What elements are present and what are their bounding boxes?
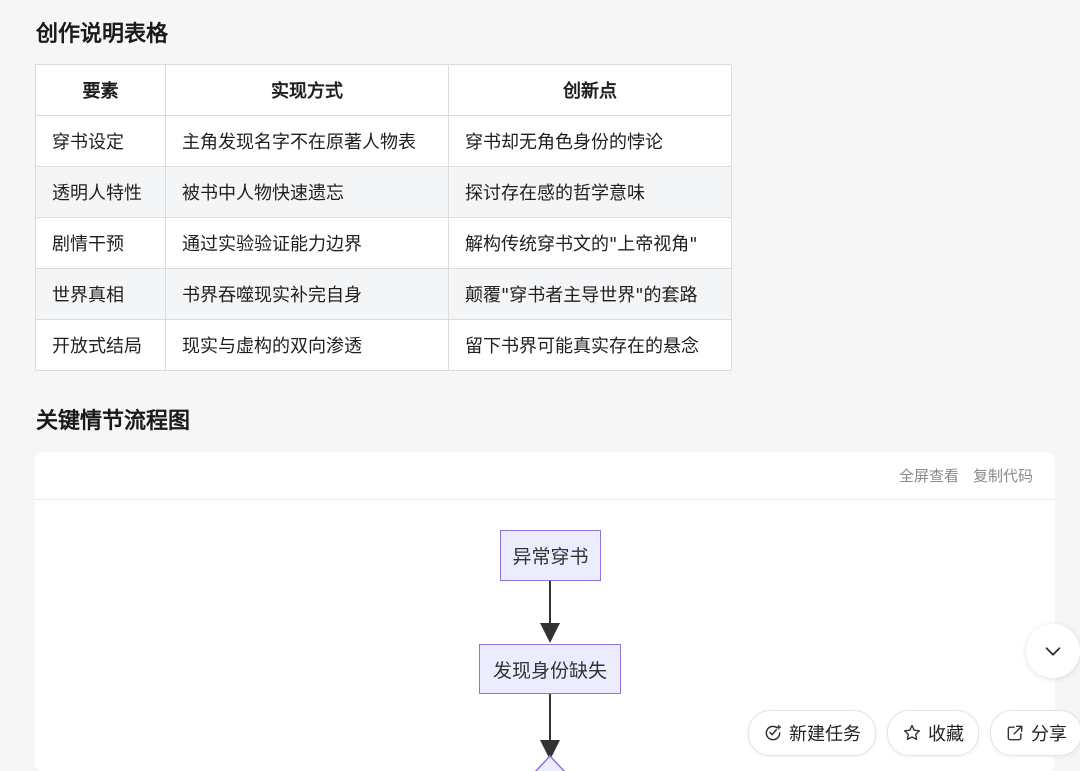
flowchart-edges <box>534 581 566 771</box>
scroll-down-button[interactable] <box>1026 624 1080 678</box>
flow-node-abnormal-transmigration: 异常穿书 <box>500 530 601 581</box>
table-row: 剧情干预 通过实验验证能力边界 解构传统穿书文的"上帝视角" <box>35 217 732 269</box>
new-task-button[interactable]: 新建任务 <box>748 710 876 756</box>
flow-node-partial <box>534 754 566 771</box>
table-header: 实现方式 <box>165 64 449 116</box>
flow-node-identity-missing: 发现身份缺失 <box>479 644 621 694</box>
creation-notes-table: 要素 实现方式 创新点 穿书设定 主角发现名字不在原著人物表 穿书却无角色身份的… <box>35 64 732 371</box>
mermaid-code-card: 全屏查看 复制代码 异常穿书 发现身份缺失 <box>35 452 1055 771</box>
table-row: 透明人特性 被书中人物快速遗忘 探讨存在感的哲学意味 <box>35 166 732 218</box>
table-cell: 穿书设定 <box>35 115 166 167</box>
table-cell: 世界真相 <box>35 268 166 320</box>
share-label: 分享 <box>1031 724 1067 745</box>
table-row: 世界真相 书界吞噬现实补完自身 颠覆"穿书者主导世界"的套路 <box>35 268 732 320</box>
chevron-down-icon <box>1045 647 1061 656</box>
table-cell: 剧情干预 <box>35 217 166 269</box>
new-task-icon <box>765 724 782 741</box>
favorite-label: 收藏 <box>928 724 964 745</box>
table-header: 创新点 <box>448 64 732 116</box>
share-icon <box>1007 725 1023 741</box>
table-cell: 解构传统穿书文的"上帝视角" <box>448 217 732 269</box>
table-cell: 被书中人物快速遗忘 <box>165 166 449 218</box>
table-header-row: 要素 实现方式 创新点 <box>35 64 732 116</box>
table-cell: 书界吞噬现实补完自身 <box>165 268 449 320</box>
favorite-button[interactable]: 收藏 <box>887 710 979 756</box>
table-cell: 主角发现名字不在原著人物表 <box>165 115 449 167</box>
fullscreen-button[interactable]: 全屏查看 <box>898 467 959 485</box>
table-cell: 探讨存在感的哲学意味 <box>448 166 732 218</box>
new-task-label: 新建任务 <box>789 724 861 745</box>
section-title-flowchart: 关键情节流程图 <box>36 409 191 434</box>
table-cell: 现实与虚构的双向渗透 <box>165 319 449 371</box>
table-row: 穿书设定 主角发现名字不在原著人物表 穿书却无角色身份的悖论 <box>35 115 732 167</box>
table-cell: 开放式结局 <box>35 319 166 371</box>
table-cell: 通过实验验证能力边界 <box>165 217 449 269</box>
table-row: 开放式结局 现实与虚构的双向渗透 留下书界可能真实存在的悬念 <box>35 319 732 371</box>
section-title-table: 创作说明表格 <box>36 22 169 47</box>
table-cell: 留下书界可能真实存在的悬念 <box>448 319 732 371</box>
code-card-toolbar: 全屏查看 复制代码 <box>35 452 1055 500</box>
table-cell: 穿书却无角色身份的悖论 <box>448 115 732 167</box>
table-cell: 颠覆"穿书者主导世界"的套路 <box>448 268 732 320</box>
star-icon <box>903 724 921 741</box>
table-header: 要素 <box>35 64 166 116</box>
chat-content: 创作说明表格 要素 实现方式 创新点 穿书设定 主角发现名字不在原著人物表 穿书… <box>10 0 1080 771</box>
table-cell: 透明人特性 <box>35 166 166 218</box>
copy-code-button[interactable]: 复制代码 <box>972 467 1033 485</box>
share-button[interactable]: 分享 <box>990 710 1080 756</box>
